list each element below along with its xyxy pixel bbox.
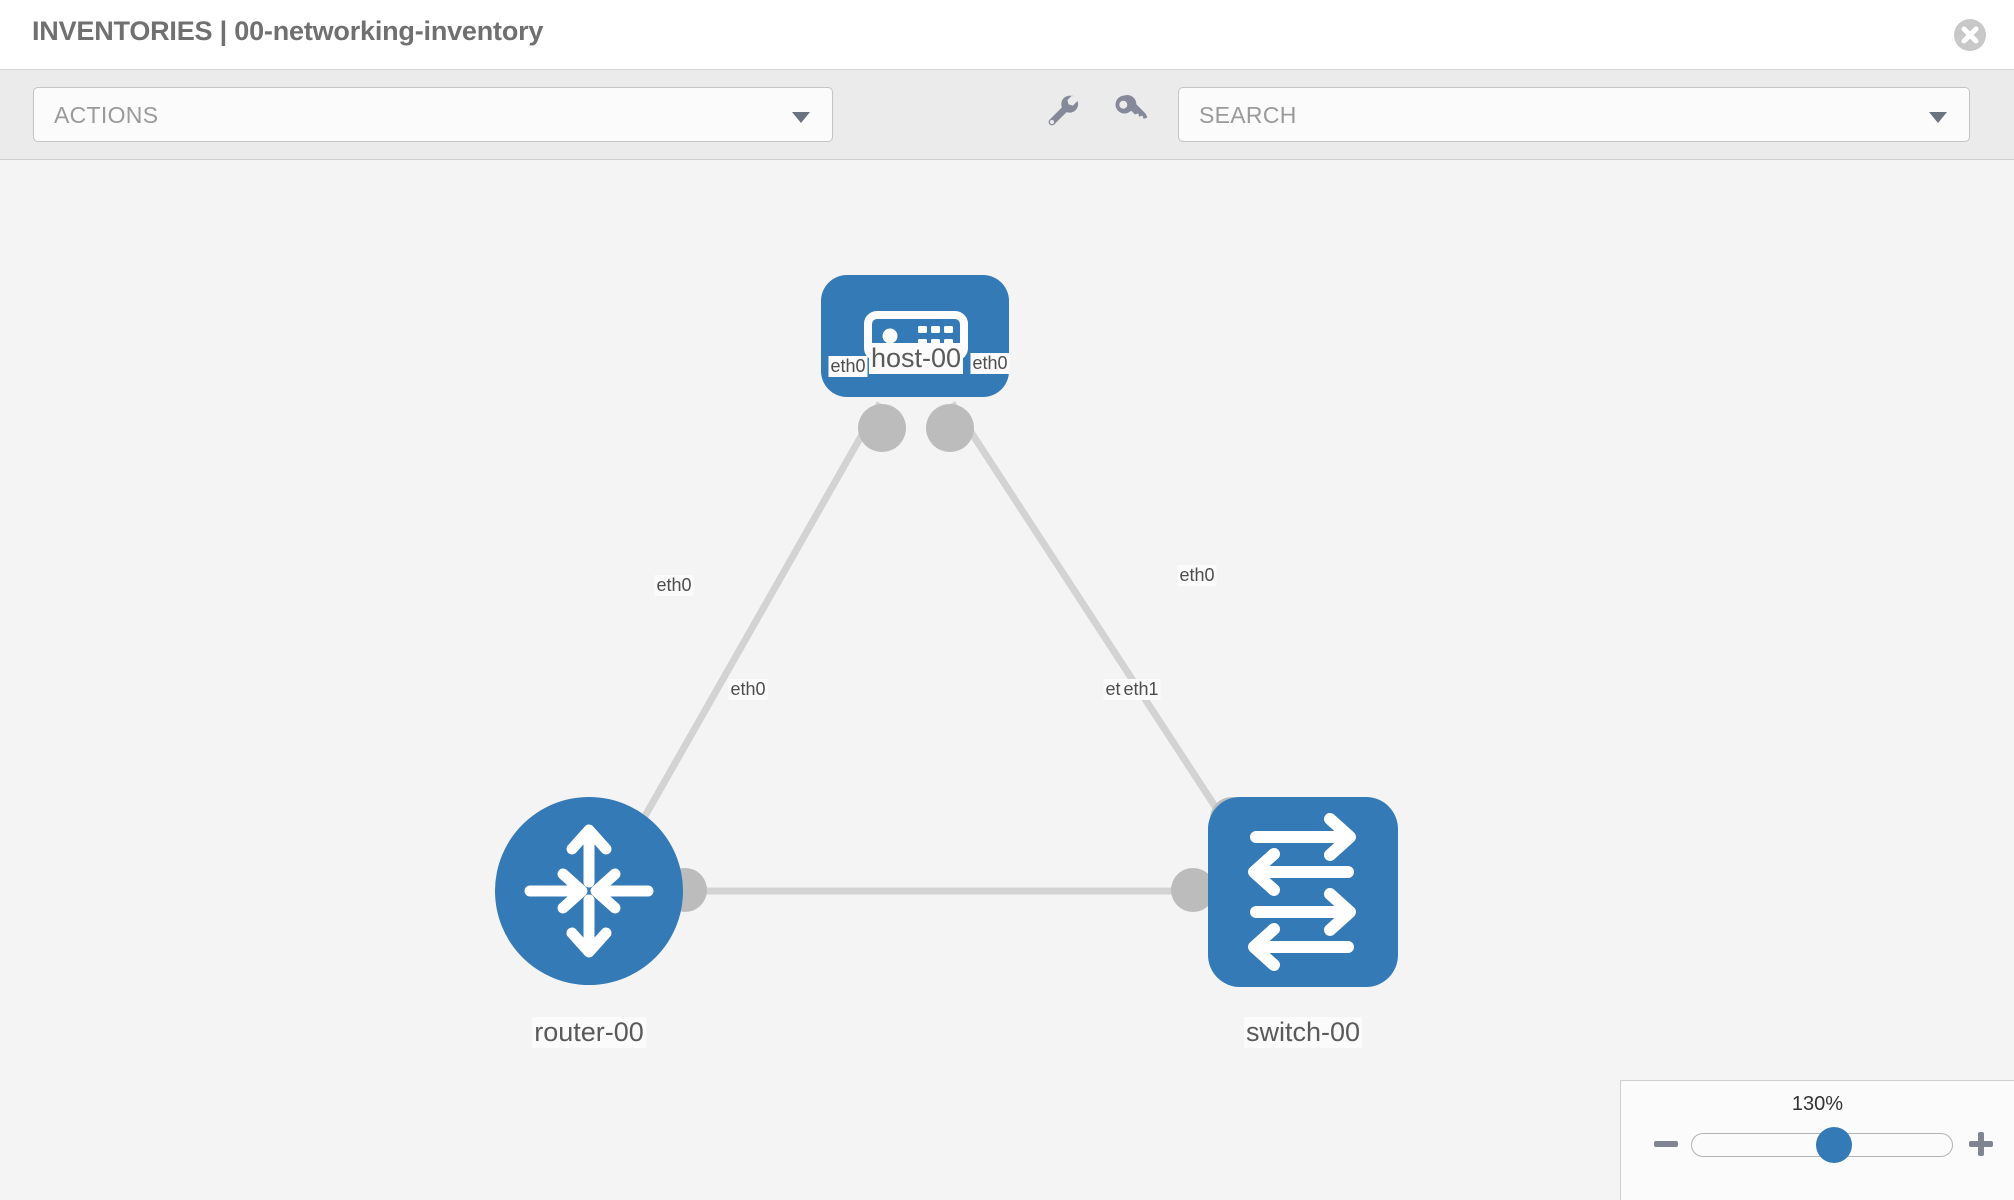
interface-label: eth0 [970, 353, 1010, 374]
actions-dropdown[interactable]: ACTIONS [33, 87, 833, 142]
key-icon[interactable] [1108, 88, 1152, 132]
interface-label: eth0 [654, 575, 694, 596]
server-appliance-icon [864, 311, 968, 361]
node-host-00[interactable] [821, 275, 1009, 397]
plus-icon[interactable] [1964, 1127, 1998, 1161]
page-title: INVENTORIES | 00-networking-inventory [32, 16, 544, 46]
zoom-control-panel: 130% [1620, 1080, 2014, 1200]
close-icon[interactable] [1954, 19, 1986, 51]
search-input[interactable]: SEARCH [1178, 87, 1970, 142]
interface-label: eth0 [728, 679, 768, 700]
node-label-switch: switch-00 [1243, 1017, 1363, 1048]
switch-bidirectional-arrows-icon [1248, 813, 1356, 971]
zoom-level-value: 130% [1791, 1093, 1844, 1115]
wrench-icon[interactable] [1040, 88, 1084, 132]
endpoint-host-right [926, 404, 974, 452]
endpoint-switch-left [1171, 868, 1215, 912]
chevron-down-icon [792, 112, 810, 123]
search-placeholder: SEARCH [1199, 102, 1297, 128]
link-host-switch [949, 401, 1253, 862]
topology-graph [495, 275, 1398, 987]
interface-label: eth1 [1121, 679, 1161, 700]
chevron-down-icon[interactable] [1929, 112, 1947, 123]
minus-icon[interactable] [1649, 1127, 1683, 1161]
node-switch-00[interactable] [1208, 797, 1398, 987]
toolbar: ACTIONS SEARCH [0, 70, 2014, 160]
interface-label: eth0 [1177, 565, 1217, 586]
link-host-router [616, 401, 884, 862]
zoom-slider-thumb[interactable] [1816, 1127, 1852, 1163]
node-router-00[interactable] [495, 797, 683, 985]
endpoint-host-left [858, 404, 906, 452]
topology-canvas[interactable]: host-00 router-00 switch-00 eth0 eth0 et… [0, 160, 2014, 1200]
node-label-host: host-00 [868, 343, 964, 374]
page-header: INVENTORIES | 00-networking-inventory [0, 0, 2014, 70]
zoom-slider[interactable] [1691, 1127, 1953, 1163]
actions-dropdown-label: ACTIONS [54, 102, 159, 128]
router-four-arrows-icon [524, 824, 654, 958]
node-label-router: router-00 [532, 1017, 646, 1048]
interface-label: eth0 [828, 356, 868, 377]
link-layer [616, 401, 1253, 895]
link-endpoint-layer [663, 404, 1254, 912]
